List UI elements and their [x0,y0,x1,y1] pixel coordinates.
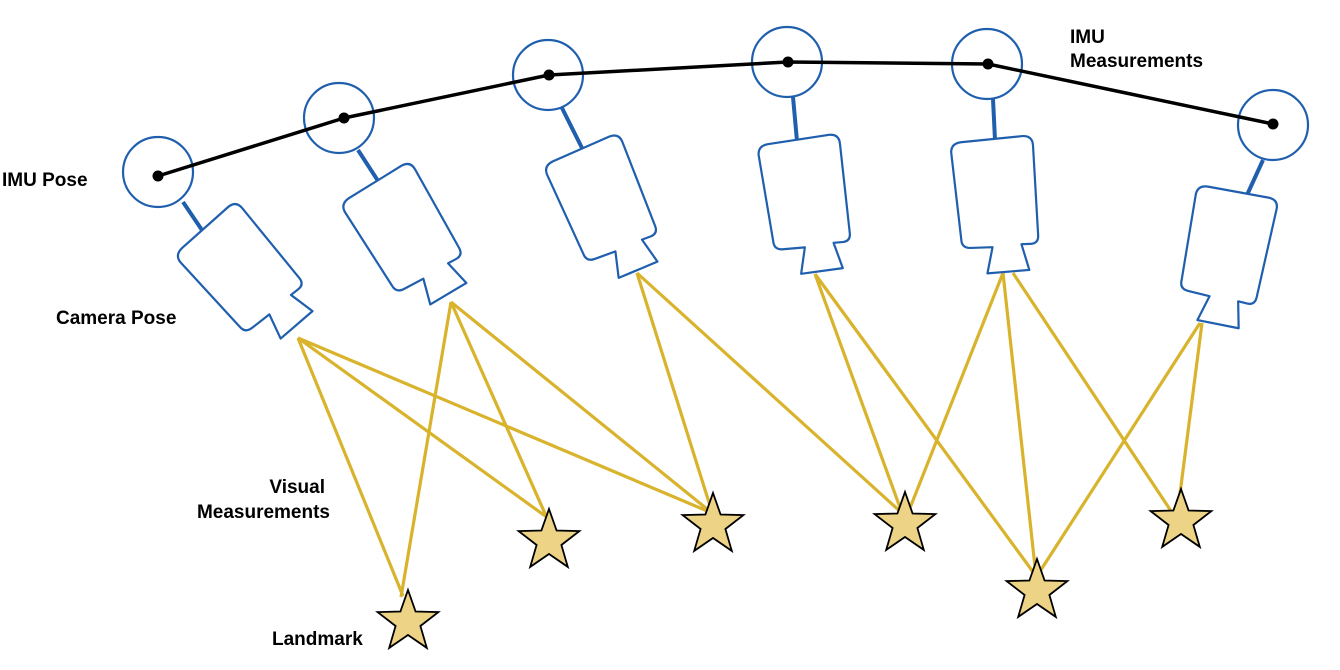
landmark-star-icon [516,506,582,570]
imu-camera-link [791,96,799,142]
camera-pose-icon [544,134,659,279]
imu-pose-dot [152,170,164,182]
visual-measurement-line [297,336,549,520]
visual-measurement-line [1175,322,1204,518]
camera-pose-label: Camera Pose [56,308,176,329]
landmark-star-icon [375,587,441,651]
imu-poses-layer [121,25,1310,209]
imu-measurements-label-line2: Measurements [1070,51,1203,72]
camera-pose-icon [1180,185,1278,330]
landmark-star-icon [1148,486,1214,550]
imu-pose-dot [1267,118,1279,130]
visual-measurement-line [449,301,549,519]
visual-measurements-label-line1: Visual [269,477,325,498]
imu-pose-dot [338,112,350,124]
imu-pose-dot [543,69,555,81]
camera-pose-icon [757,133,851,275]
imu-pose-label: IMU Pose [2,170,88,191]
visual-measurement-line [296,337,405,597]
landmarks-layer [375,486,1214,651]
visual-measurement-line [635,271,905,516]
visual-measurements-layer [296,271,1204,598]
visual-measurement-line [1011,272,1177,518]
camera-pose-icon [176,203,314,340]
imu-camera-link [1245,159,1265,196]
imu-camera-link [560,107,585,151]
imu-measurements-trajectory [157,60,1274,178]
imu-pose-dot [782,56,794,68]
visual-measurement-line [1035,322,1202,577]
imu-camera-link [991,98,997,141]
imu-pose-dots-layer [152,56,1279,182]
landmark-star-icon [680,490,746,554]
visual-measurement-line [813,273,904,514]
camera-poses-layer [176,133,1278,340]
visual-measurement-line [449,300,714,515]
landmark-star-icon [872,489,938,553]
visual-measurement-line [1001,272,1038,577]
landmark-label: Landmark [272,629,363,650]
visual-measurement-line [635,272,714,513]
visual-measurements-label-line2: Measurements [197,502,330,523]
landmark-star-icon [1004,556,1070,620]
camera-pose-icon [950,134,1040,275]
visual-measurement-line [906,272,1005,514]
visual-measurement-line [813,273,1038,577]
visual-measurement-line [399,301,453,598]
camera-pose-icon [342,162,468,306]
imu-measurements-label-line1: IMU [1070,27,1105,48]
imu-pose-dot [982,58,994,70]
